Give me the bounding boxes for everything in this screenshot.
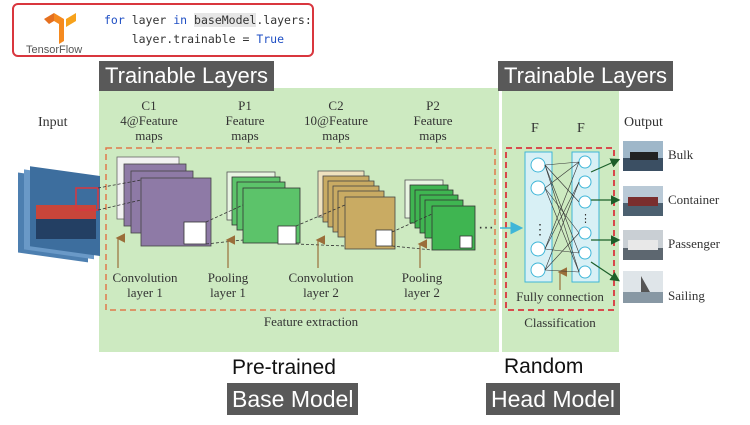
c2-line3: maps bbox=[322, 128, 350, 143]
c2-title: C2 bbox=[328, 98, 344, 113]
p1-feature-maps bbox=[226, 171, 301, 245]
p2-title: P2 bbox=[426, 98, 440, 113]
svg-text:···: ··· bbox=[478, 219, 494, 236]
output-sailing: Sailing bbox=[668, 288, 705, 303]
conv1-line2: layer 1 bbox=[127, 285, 163, 300]
pool2-label: Pooling layer 2 bbox=[392, 270, 452, 300]
trainable-layers-left-label: Trainable Layers bbox=[99, 61, 275, 91]
input-image-stack bbox=[18, 166, 100, 263]
code-snippet-box: TensorFlow for layer in baseModel.layers… bbox=[12, 3, 314, 57]
classification-frame bbox=[505, 147, 615, 311]
svg-text:⋮: ⋮ bbox=[533, 221, 547, 237]
c2-line2: 10@Feature bbox=[304, 113, 368, 128]
f2-label: F bbox=[577, 121, 585, 136]
code-object: baseModel bbox=[194, 13, 257, 27]
p2-header: P2 Feature maps bbox=[398, 98, 468, 143]
c2-feature-maps bbox=[317, 170, 396, 250]
tensorflow-logo-text: TensorFlow bbox=[26, 44, 82, 56]
p2-line3: maps bbox=[419, 128, 447, 143]
fully-connection-label: Fully connection bbox=[516, 289, 604, 304]
f1-label: F bbox=[531, 121, 539, 136]
pool2-line2: layer 2 bbox=[404, 285, 440, 300]
p2-feature-maps bbox=[404, 179, 476, 251]
kw-in: in bbox=[173, 13, 188, 27]
c1-line3: maps bbox=[135, 128, 163, 143]
conv2-line2: layer 2 bbox=[303, 285, 339, 300]
trainable-layers-right-label: Trainable Layers bbox=[498, 61, 674, 91]
output-label: Output bbox=[624, 115, 663, 130]
c1-header: C1 4@Feature maps bbox=[108, 98, 190, 143]
code-text: for layer in baseModel.layers: layer.tra… bbox=[104, 11, 312, 49]
conv1-label: Convolution layer 1 bbox=[100, 270, 190, 300]
code-true: True bbox=[256, 32, 285, 46]
output-bulk: Bulk bbox=[668, 147, 694, 162]
code-end: .layers: bbox=[256, 13, 312, 27]
c1-line2: 4@Feature bbox=[120, 113, 178, 128]
output-thumbnails bbox=[623, 141, 663, 303]
output-container: Container bbox=[668, 192, 720, 207]
conv2-label: Convolution layer 2 bbox=[276, 270, 366, 300]
svg-text:⋮: ⋮ bbox=[580, 213, 591, 225]
pool1-line1: Pooling bbox=[207, 270, 249, 285]
head-model-label: Head Model bbox=[486, 383, 621, 415]
base-model-label: Base Model bbox=[227, 383, 359, 415]
tensorflow-logo-icon: TensorFlow bbox=[26, 13, 82, 56]
random-label: Random bbox=[504, 355, 584, 378]
pool1-line2: layer 1 bbox=[210, 285, 246, 300]
conv1-line1: Convolution bbox=[112, 270, 178, 285]
classification-label: Classification bbox=[524, 315, 596, 330]
pool2-line1: Pooling bbox=[401, 270, 443, 285]
kw-for: for bbox=[104, 13, 125, 27]
output-passenger: Passenger bbox=[668, 236, 720, 251]
code-line2: layer.trainable = bbox=[104, 32, 257, 46]
fully-connected-layers: ⋮ ⋮ bbox=[524, 151, 621, 283]
conv2-line1: Convolution bbox=[288, 270, 354, 285]
c1-feature-maps bbox=[116, 156, 212, 247]
p1-line3: maps bbox=[231, 128, 259, 143]
pretrained-label: Pre-trained bbox=[232, 356, 336, 379]
feature-extraction-frame bbox=[105, 147, 496, 311]
code-mid1: layer bbox=[124, 13, 174, 27]
pool1-label: Pooling layer 1 bbox=[198, 270, 258, 300]
c2-header: C2 10@Feature maps bbox=[291, 98, 381, 143]
feature-extraction-label: Feature extraction bbox=[263, 314, 359, 329]
p1-header: P1 Feature maps bbox=[210, 98, 280, 143]
c1-title: C1 bbox=[141, 98, 157, 113]
input-label: Input bbox=[38, 115, 68, 130]
p2-line2: Feature bbox=[413, 113, 453, 128]
p1-title: P1 bbox=[238, 98, 252, 113]
p1-line2: Feature bbox=[225, 113, 265, 128]
